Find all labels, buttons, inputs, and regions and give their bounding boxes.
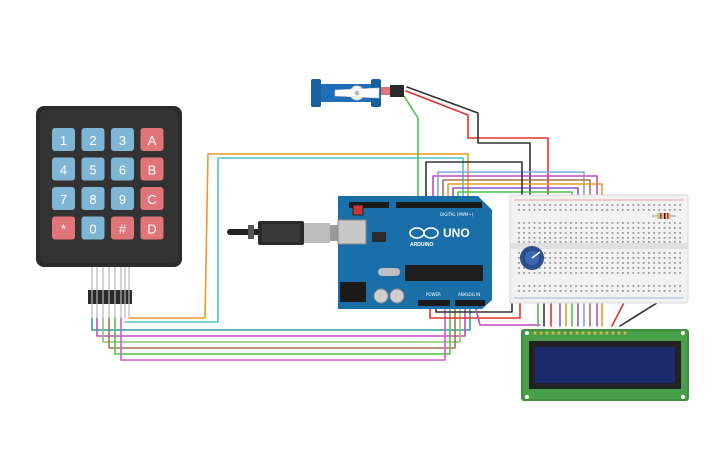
keypad-key-label: B — [148, 163, 157, 178]
wire-analog-magenta — [474, 304, 541, 326]
wire-keypad-2 — [96, 304, 466, 337]
arduino-logo — [409, 227, 439, 239]
keypad-key-label: 4 — [60, 163, 67, 178]
keypad-key-*[interactable]: * — [52, 216, 75, 240]
keypad-key-label: D — [147, 222, 156, 237]
servo-connector — [390, 85, 404, 97]
wire-keypad-6 — [120, 304, 446, 361]
keypad-key-A[interactable]: A — [140, 128, 164, 151]
wire-power-red — [429, 299, 521, 319]
keypad-key-B[interactable]: B — [140, 157, 164, 181]
keypad-key-3[interactable]: 3 — [111, 128, 134, 151]
lcd-16x2 — [521, 329, 689, 401]
keypad-key-4[interactable]: 4 — [52, 157, 75, 181]
keypad-key-label: 3 — [119, 133, 126, 148]
keypad-key-2[interactable]: 2 — [81, 128, 105, 151]
power-jack — [340, 282, 366, 302]
keypad-pins — [91, 267, 130, 318]
lcd-mounting-holes — [525, 331, 685, 399]
keypad-key-label: * — [61, 222, 66, 237]
wire-keypad-orange — [128, 153, 469, 319]
keypad-key-label: A — [148, 133, 157, 148]
keypad-key-1[interactable]: 1 — [52, 128, 75, 151]
wire-servo-power — [405, 90, 549, 197]
keypad-key-8[interactable]: 8 — [81, 187, 105, 210]
keypad-key-label: C — [147, 192, 156, 207]
keypad-key-7[interactable]: 7 — [52, 187, 75, 210]
arduino-uno: UNO ARDUINO DIGITAL (PWM~) POWER ANALOG … — [337, 196, 492, 309]
analog-label: ANALOG IN — [458, 292, 480, 297]
usb-jack — [337, 219, 367, 245]
wire-servo-signal — [403, 95, 419, 206]
digital-label: DIGITAL (PWM~) — [440, 212, 474, 217]
keypad-key-#[interactable]: # — [111, 216, 134, 240]
keypad: 1 2 3 A 4 5 6 B 7 8 9 C * 0 # D — [36, 106, 182, 318]
keypad-key-5[interactable]: 5 — [81, 157, 105, 181]
lcd-pins — [533, 331, 627, 335]
keypad-key-label: # — [119, 222, 127, 237]
keypad-key-label: 5 — [89, 163, 96, 178]
keypad-key-label: 0 — [89, 222, 96, 237]
keypad-key-C[interactable]: C — [140, 187, 164, 210]
wire-keypad-cyan — [124, 157, 464, 323]
keypad-key-9[interactable]: 9 — [111, 187, 134, 210]
keypad-key-6[interactable]: 6 — [111, 157, 134, 181]
keypad-key-label: 8 — [89, 192, 96, 207]
breadboard-holes — [518, 204, 681, 292]
digital-header — [396, 202, 482, 208]
brand-label: ARDUINO — [410, 242, 433, 248]
keypad-key-label: 6 — [119, 163, 126, 178]
resistor — [652, 213, 676, 219]
potentiometer — [520, 246, 544, 270]
keypad-key-D[interactable]: D — [140, 216, 164, 240]
uno-label: UNO — [443, 226, 470, 240]
power-label: POWER — [426, 292, 441, 297]
keypad-key-label: 7 — [60, 192, 67, 207]
keypad-key-0[interactable]: 0 — [81, 216, 105, 240]
keypad-key-label: 9 — [119, 192, 126, 207]
wire-keypad-4 — [108, 304, 456, 349]
usb-cable — [227, 221, 338, 245]
wire-d-black — [425, 161, 523, 206]
wire-keypad-5 — [114, 304, 451, 355]
keypad-key-label: 1 — [60, 133, 67, 148]
reset-button — [352, 204, 364, 216]
wire-keypad-3 — [102, 304, 461, 343]
wire-servo-ground — [406, 86, 531, 197]
analog-header — [455, 300, 485, 306]
servo-motor — [311, 79, 404, 107]
keypad-key-label: 2 — [89, 133, 96, 148]
power-header — [418, 300, 450, 306]
atmega-chip — [405, 265, 483, 281]
lcd-screen — [535, 347, 675, 383]
breadboard — [509, 194, 689, 304]
